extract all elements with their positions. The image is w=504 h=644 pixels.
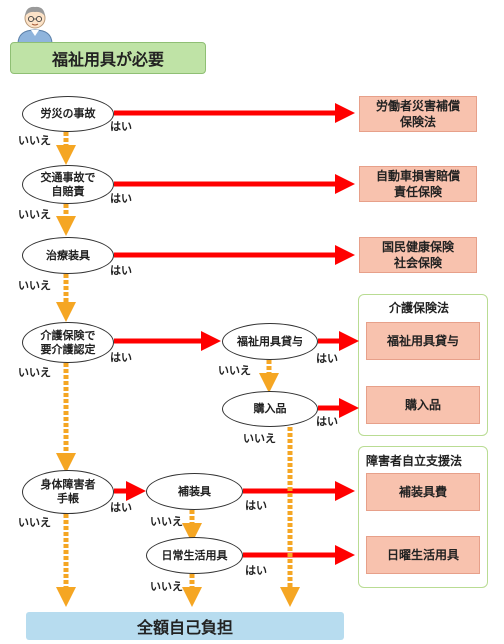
person-icon — [17, 6, 53, 44]
outcome-nichiyou: 日曜生活用具 — [366, 536, 480, 574]
no-label: いいえ — [18, 208, 51, 221]
kaigo-group-title: 介護保険法 — [389, 301, 450, 315]
node-chiryou: 治療装具 — [22, 237, 114, 274]
no-label: いいえ — [18, 134, 51, 147]
yes-label: はい — [110, 264, 132, 277]
yes-label: はい — [110, 351, 132, 364]
outcome-kokumin: 国民健康保険 社会保険 — [359, 237, 477, 273]
no-label: いいえ — [18, 516, 51, 529]
self-pay-bar: 全額自己負担 — [26, 612, 344, 640]
yes-label: はい — [110, 120, 132, 133]
no-label: いいえ — [218, 364, 251, 377]
yes-label: はい — [110, 192, 132, 205]
title-text: 福祉用具が必要 — [51, 50, 164, 69]
node-fukushi-taiyo: 福祉用具貸与 — [222, 323, 318, 360]
outcome-fukushi-taiyo: 福祉用具貸与 — [366, 322, 480, 360]
yes-label: はい — [316, 415, 338, 428]
yes-label: はい — [245, 499, 267, 512]
node-koutsuu: 交通事故で 自賠責 — [22, 165, 114, 204]
node-hosougu: 補装具 — [146, 473, 243, 510]
node-shintai: 身体障害者 手帳 — [22, 470, 114, 514]
node-kaigo: 介護保険で 要介護認定 — [22, 322, 114, 363]
self-pay-text: 全額自己負担 — [136, 618, 233, 637]
no-label: いいえ — [18, 366, 51, 379]
title-box: 福祉用具が必要 — [10, 42, 206, 74]
no-label: いいえ — [150, 515, 183, 528]
yes-label: はい — [245, 564, 267, 577]
shougai-group-title: 障害者自立支援法 — [366, 454, 463, 468]
no-label: いいえ — [18, 279, 51, 292]
node-nichijou: 日常生活用具 — [146, 537, 243, 574]
no-label: いいえ — [150, 580, 183, 593]
outcome-jibaiseki: 自動車損害賠償 責任保険 — [359, 166, 477, 202]
outcome-kounyu: 購入品 — [366, 386, 480, 424]
node-rousai: 労災の事故 — [22, 96, 114, 132]
outcome-rousai: 労働者災害補償 保険法 — [359, 96, 477, 132]
yes-label: はい — [110, 501, 132, 514]
node-kounyu: 購入品 — [222, 391, 318, 427]
outcome-hosougu-hi: 補装具費 — [366, 473, 480, 511]
no-label: いいえ — [243, 432, 276, 445]
yes-label: はい — [316, 352, 338, 365]
